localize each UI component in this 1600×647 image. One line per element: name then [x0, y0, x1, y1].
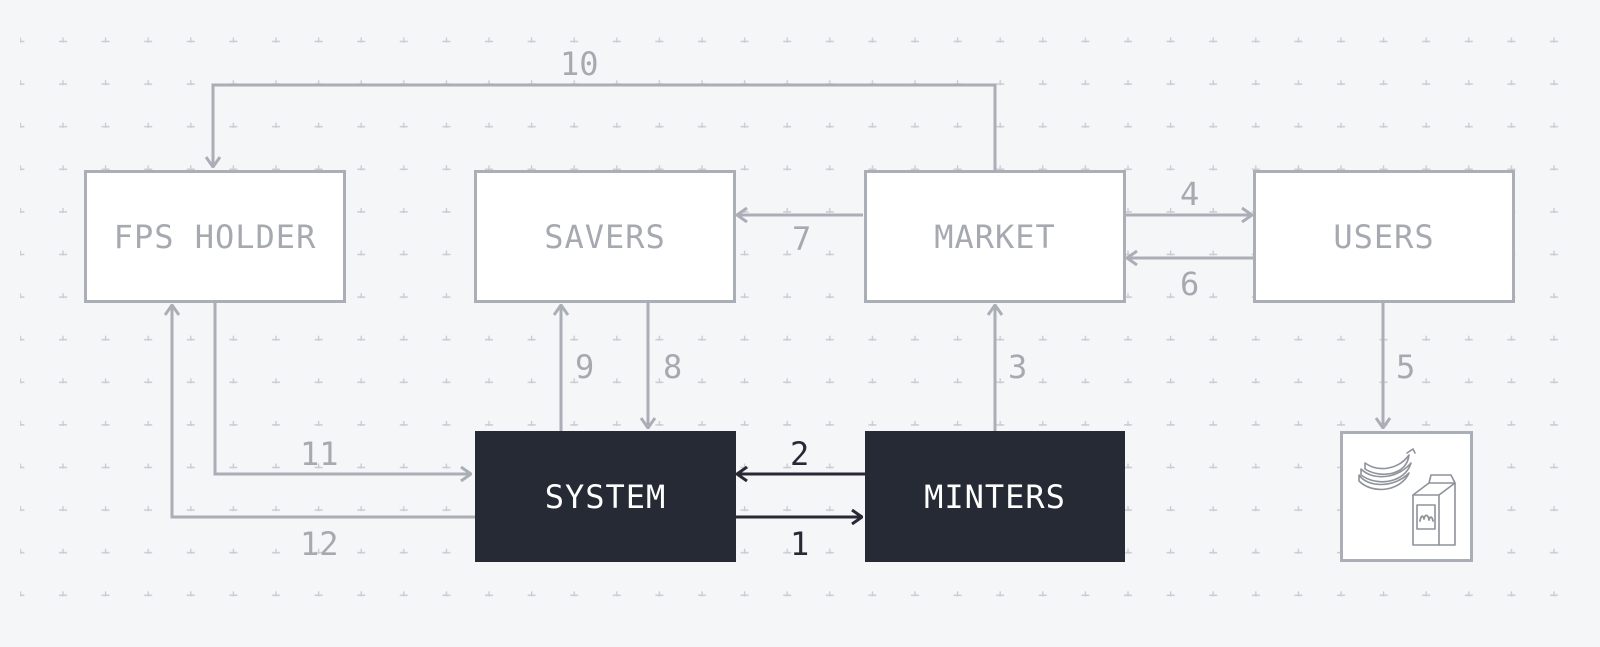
- flow-label-9: 9: [575, 348, 595, 386]
- connector-12: [172, 305, 475, 519]
- flow-label-8: 8: [663, 348, 683, 386]
- flow-label-7: 7: [792, 220, 812, 258]
- savers-node[interactable]: SAVERS: [474, 170, 736, 303]
- flow-label-6: 6: [1180, 265, 1200, 303]
- minters-node[interactable]: MINTERS: [865, 431, 1125, 562]
- flow-label-5: 5: [1396, 348, 1416, 386]
- flow-label-11: 11: [300, 435, 339, 473]
- market-node[interactable]: MARKET: [864, 170, 1126, 303]
- users-node[interactable]: USERS: [1253, 170, 1515, 303]
- flow-label-2: 2: [790, 435, 810, 473]
- flow-label-12: 12: [300, 525, 339, 563]
- flow-label-3: 3: [1008, 348, 1028, 386]
- flow-label-1: 1: [790, 525, 810, 563]
- fps-holder-node[interactable]: FPS HOLDER: [84, 170, 346, 303]
- flow-label-4: 4: [1180, 175, 1200, 213]
- system-node[interactable]: SYSTEM: [475, 431, 736, 562]
- flow-label-10: 10: [560, 45, 599, 83]
- goods-node[interactable]: [1340, 431, 1473, 562]
- connector-11: [213, 302, 471, 474]
- connector-10: [213, 83, 997, 170]
- bananas-and-milk-icon: [1357, 447, 1456, 546]
